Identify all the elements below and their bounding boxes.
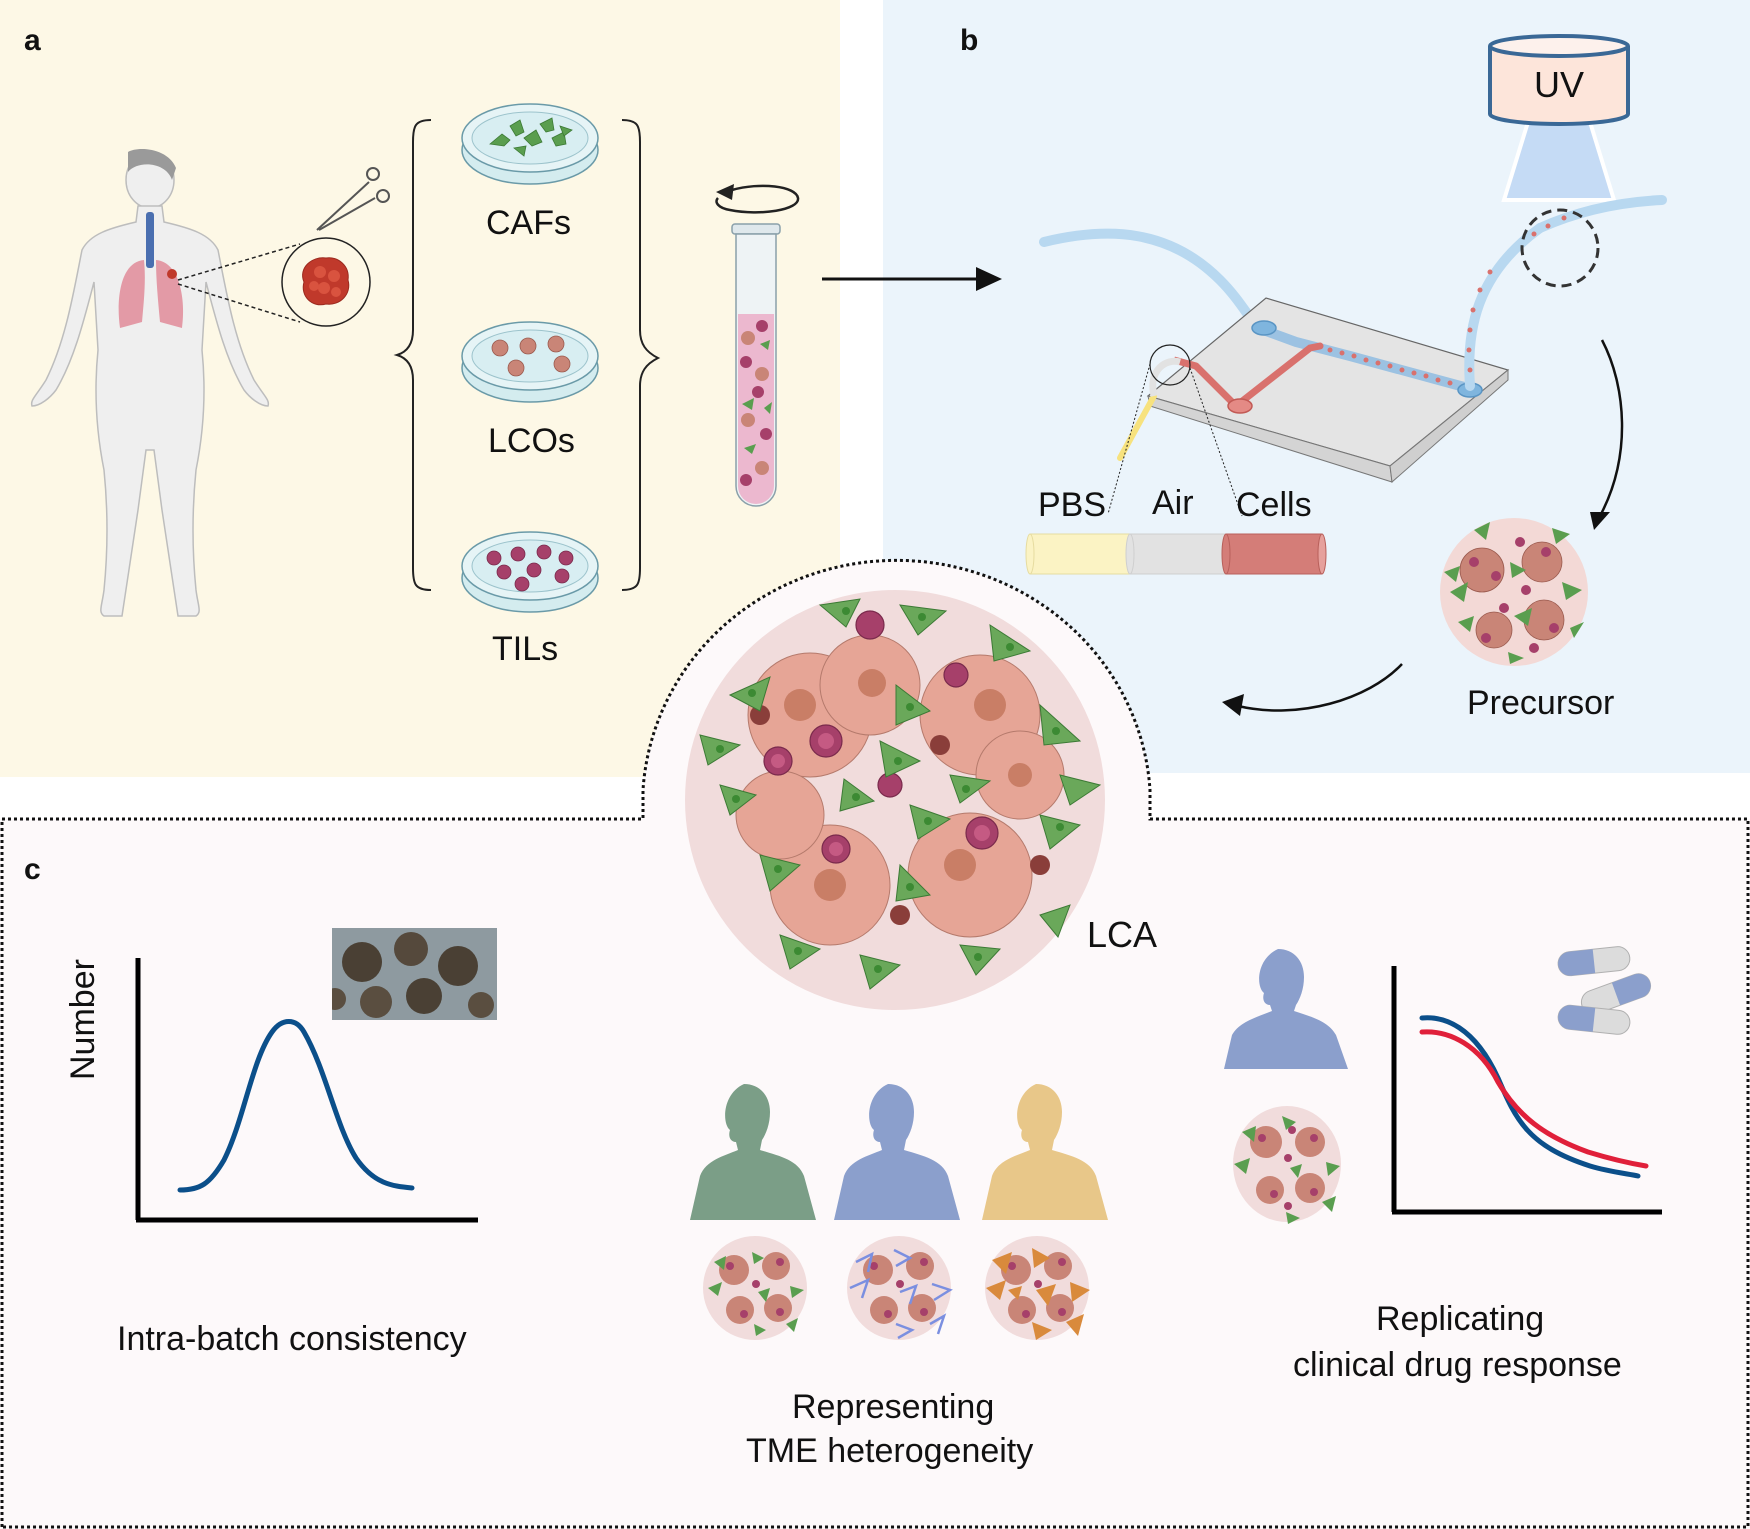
petri-dish-cafs	[461, 103, 599, 185]
patient-silhouette-blue	[834, 1084, 960, 1220]
lca-assembloid-icon	[685, 590, 1105, 1010]
segment-label-air: Air	[1152, 484, 1194, 522]
patient-silhouette-drug	[1224, 949, 1348, 1069]
scissors-icon	[316, 167, 390, 231]
left-brace	[393, 119, 432, 591]
test-tube-icon	[731, 223, 781, 507]
organoid-orange-stroma	[985, 1236, 1090, 1340]
right-brace	[621, 119, 661, 591]
microscopy-image	[332, 928, 497, 1020]
patient-silhouette-yellow	[982, 1084, 1108, 1220]
panel-letter-b: b	[960, 24, 979, 57]
precursor-label: Precursor	[1467, 684, 1615, 722]
petri-dish-tils	[461, 531, 599, 613]
microfluidic-chip	[1039, 223, 1545, 517]
tumor-sample-icon	[281, 237, 371, 327]
arrow-a-to-b	[822, 267, 1002, 291]
uv-lamp-icon	[1488, 34, 1630, 202]
drug-curve-red	[1419, 1029, 1649, 1169]
rotation-arrow-icon	[715, 184, 800, 214]
panel-letter-a: a	[24, 24, 41, 57]
consistency-caption: Intra-batch consistency	[117, 1320, 467, 1358]
human-body-icon	[30, 149, 270, 617]
segment-label-cells: Cells	[1236, 486, 1312, 524]
consistency-ylabel: Number	[64, 959, 102, 1080]
organoid-green-stroma	[703, 1236, 807, 1340]
drug-curve-blue	[1419, 1015, 1641, 1179]
lca-label: LCA	[1087, 914, 1158, 955]
arrow-precursor-to-lca	[1222, 663, 1403, 716]
petri-dish-lcos	[461, 321, 599, 403]
heterogeneity-caption-line2: TME heterogeneity	[746, 1432, 1034, 1470]
drug-response-caption-line1: Replicating	[1376, 1300, 1545, 1338]
drug-response-chart	[1391, 966, 1662, 1215]
segmented-flow-tube	[1025, 533, 1327, 575]
cell-type-label-cafs: CAFs	[486, 204, 571, 242]
outlet-tube	[1520, 195, 1667, 288]
patient-silhouette-green	[690, 1084, 816, 1220]
arrow-chip-to-precursor	[1590, 339, 1624, 530]
distribution-curve	[177, 1019, 415, 1193]
organoid-blue-stroma	[847, 1236, 953, 1340]
uv-label: UV	[1534, 64, 1585, 105]
panel-letter-c: c	[24, 853, 41, 886]
organoid-drug	[1233, 1106, 1341, 1224]
cell-type-label-lcos: LCOs	[488, 422, 575, 460]
consistency-chart	[135, 958, 478, 1223]
heterogeneity-caption-line1: Representing	[792, 1388, 995, 1426]
drug-response-caption-line2: clinical drug response	[1293, 1346, 1622, 1384]
pills-icon	[1557, 946, 1652, 1035]
tumor-zoom-callout	[177, 243, 301, 323]
segment-label-pbs: PBS	[1038, 486, 1107, 524]
cell-type-label-tils: TILs	[492, 630, 559, 668]
precursor-organoid-icon	[1440, 518, 1588, 666]
